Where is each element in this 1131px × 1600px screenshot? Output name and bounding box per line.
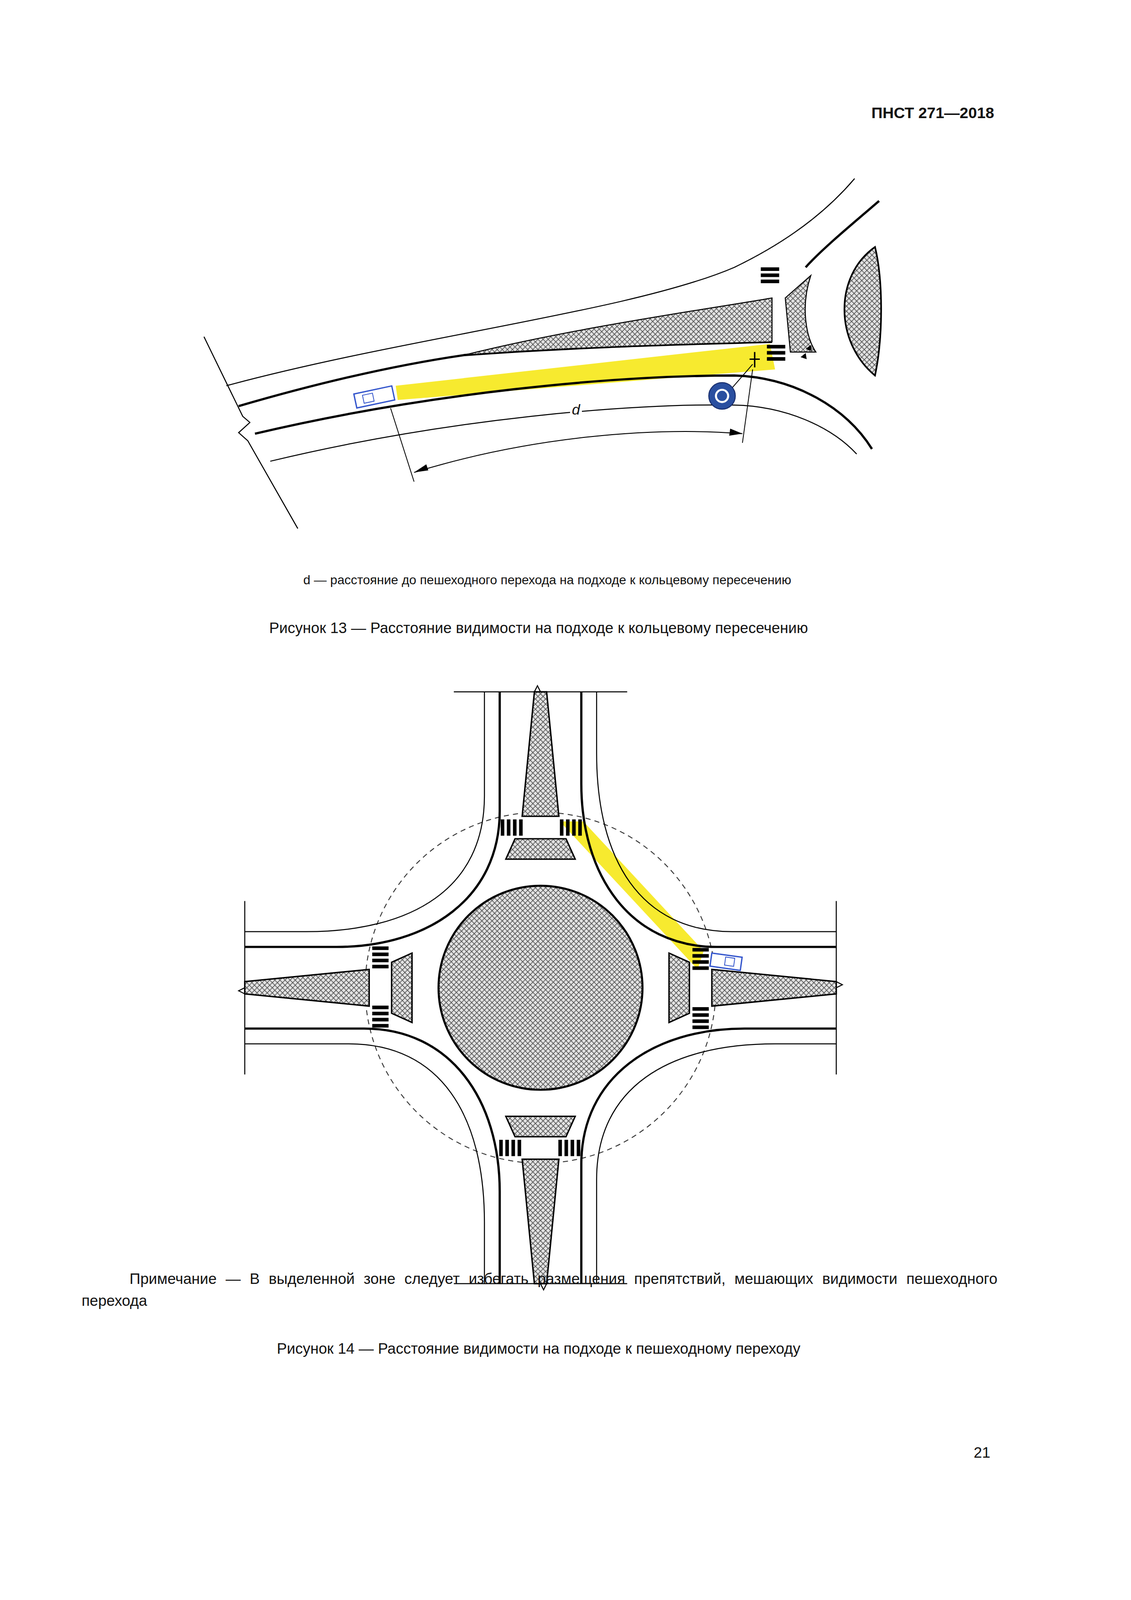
dimension-line — [414, 431, 743, 473]
central-island — [438, 885, 643, 1090]
figure-caption: Рисунок 13 — Расстояние видимости на под… — [128, 619, 950, 637]
crosswalk — [760, 267, 812, 361]
document-number: ПНСТ 271—2018 — [871, 103, 995, 122]
legend-text: d — расстояние до пешеходного перехода н… — [136, 572, 958, 588]
roundabout-sign — [708, 382, 736, 410]
page-number: 21 — [973, 1443, 991, 1462]
dimension-label: d — [570, 401, 582, 419]
figure-13 — [203, 178, 882, 529]
car — [710, 953, 742, 971]
note-text: Примечание — В выделенной зоне следует и… — [81, 1267, 998, 1312]
figure-caption: Рисунок 14 — Расстояние видимости на под… — [128, 1339, 950, 1358]
figure-14 — [238, 685, 843, 1290]
car — [353, 385, 395, 408]
